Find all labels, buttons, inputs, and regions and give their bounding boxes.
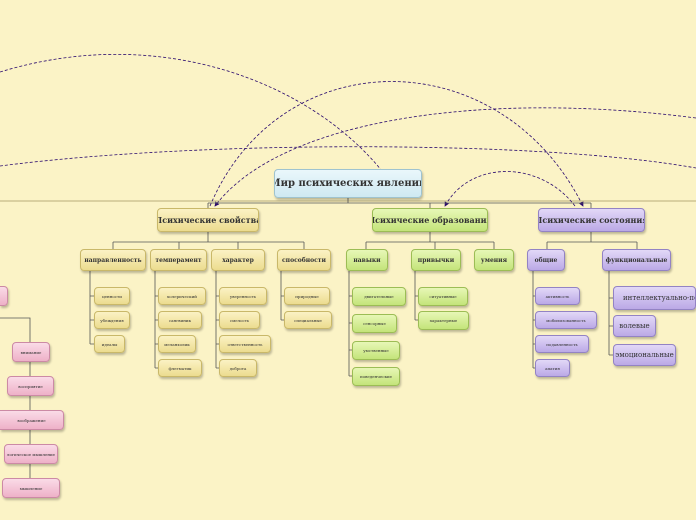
tree-line xyxy=(546,232,638,249)
tree-line xyxy=(414,271,418,321)
tree-line xyxy=(112,232,305,249)
tree-line xyxy=(608,271,613,356)
side-branch-node[interactable] xyxy=(0,286,8,306)
tree-line xyxy=(348,271,352,377)
relation-curve xyxy=(0,146,696,169)
leaf-item[interactable]: эмоциональные xyxy=(613,344,676,366)
node-temperament[interactable]: темперамент xyxy=(150,249,207,271)
leaf-item[interactable]: мобилизованность xyxy=(535,311,597,329)
leaf-item[interactable]: флегматик xyxy=(158,359,202,377)
tree-line xyxy=(532,271,535,369)
leaf-item[interactable]: подавленность xyxy=(535,335,589,353)
leaf-item[interactable]: сангвиник xyxy=(158,311,202,329)
leaf-item[interactable]: двигательные xyxy=(352,287,406,306)
leaf-item[interactable]: специальные xyxy=(284,311,332,329)
leaf-item[interactable]: сенсорные xyxy=(352,314,397,333)
node-skills[interactable]: навыки xyxy=(346,249,388,271)
leaf-item[interactable]: ситуативные xyxy=(418,287,468,306)
node-orientation[interactable]: направленность xyxy=(80,249,146,271)
leaf-item[interactable]: уверенность xyxy=(219,287,267,305)
node-abilities-formed[interactable]: умения xyxy=(474,249,514,271)
leaf-item[interactable]: логическое мышление xyxy=(4,444,58,464)
node-abilities[interactable]: способности xyxy=(277,249,331,271)
leaf-item[interactable]: активность xyxy=(535,287,580,305)
node-general[interactable]: общие xyxy=(527,249,565,271)
leaf-item[interactable]: восприятие xyxy=(7,376,54,396)
tree-line xyxy=(365,232,495,249)
branch-formations[interactable]: Психические образования xyxy=(372,208,488,232)
leaf-item[interactable]: умственные xyxy=(352,341,400,360)
tree-line xyxy=(215,271,219,369)
leaf-item[interactable]: доброта xyxy=(219,359,257,377)
leaf-item[interactable]: мышление xyxy=(2,478,60,498)
leaf-item[interactable]: поведенческие xyxy=(352,367,400,386)
relation-curve xyxy=(0,53,397,191)
leaf-item[interactable]: идеалы xyxy=(94,335,125,353)
tree-line xyxy=(207,198,592,208)
relation-curve xyxy=(444,171,576,207)
leaf-item[interactable]: природные xyxy=(284,287,330,305)
leaf-item[interactable]: холерический xyxy=(158,287,206,305)
leaf-item[interactable]: внимание xyxy=(12,342,50,362)
node-habits[interactable]: привычки xyxy=(411,249,461,271)
tree-line xyxy=(280,271,284,321)
tree-line xyxy=(89,271,94,345)
leaf-item[interactable]: убеждения xyxy=(94,311,130,329)
leaf-item[interactable]: волевые xyxy=(613,315,656,337)
leaf-item[interactable]: интеллектуально-познавательные xyxy=(613,286,696,310)
node-functional[interactable]: функциональные xyxy=(602,249,671,271)
leaf-item[interactable]: ответственность xyxy=(219,335,271,353)
branch-properties[interactable]: Психические свойства xyxy=(157,208,259,232)
tree-line xyxy=(154,271,158,369)
leaf-item[interactable]: ценности xyxy=(94,287,130,305)
leaf-item[interactable]: апатия xyxy=(535,359,570,377)
leaf-item[interactable]: воображение xyxy=(0,410,64,430)
node-character[interactable]: характер xyxy=(211,249,265,271)
root-node[interactable]: Мир психических явлений xyxy=(274,169,422,198)
leaf-item[interactable]: смелость xyxy=(219,311,260,329)
relation-curve xyxy=(209,81,584,207)
leaf-item[interactable]: характерные xyxy=(418,311,469,330)
leaf-item[interactable]: меланхолик xyxy=(158,335,196,353)
branch-states[interactable]: Психические состояния xyxy=(538,208,645,232)
